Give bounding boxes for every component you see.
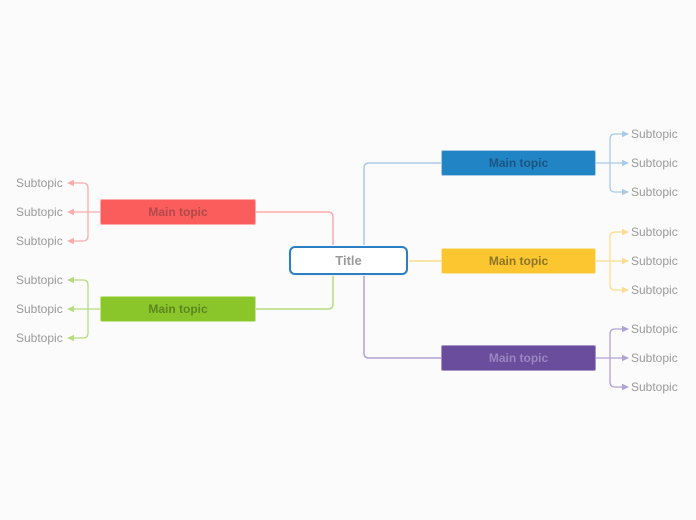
- subtopic-node[interactable]: Subtopic: [16, 302, 63, 316]
- subtopic-node[interactable]: Subtopic: [16, 273, 63, 287]
- branch-connector-right-top: [363, 162, 441, 245]
- root-topic-node[interactable]: Title: [289, 246, 408, 275]
- subtopic-node[interactable]: Subtopic: [631, 225, 678, 239]
- subtopic-node[interactable]: Subtopic: [16, 176, 63, 190]
- branch-connector-left-top: [256, 211, 334, 245]
- root-topic-label: Title: [335, 253, 362, 268]
- main-topic-node-left-top[interactable]: Main topic: [100, 199, 256, 225]
- main-topic-label: Main topic: [148, 302, 208, 316]
- subtopic-node[interactable]: Subtopic: [631, 156, 678, 170]
- main-topic-label: Main topic: [488, 254, 549, 268]
- subtopic-node[interactable]: Subtopic: [631, 254, 678, 268]
- subtopic-connector-left-top: [67, 179, 100, 245]
- main-topic-node-right-bottom[interactable]: Main topic: [441, 345, 596, 371]
- subtopic-node[interactable]: Subtopic: [16, 234, 63, 248]
- main-topic-node-right-top[interactable]: Main topic: [441, 150, 596, 176]
- main-topic-node-left-bottom[interactable]: Main topic: [100, 296, 256, 322]
- subtopic-node[interactable]: Subtopic: [16, 331, 63, 345]
- subtopic-connector-right-top: [596, 130, 629, 196]
- main-topic-label: Main topic: [148, 205, 208, 219]
- branch-connector-left-bottom: [256, 276, 334, 310]
- subtopic-node[interactable]: Subtopic: [631, 185, 678, 199]
- subtopic-node[interactable]: Subtopic: [631, 322, 678, 336]
- subtopic-connector-left-bottom: [67, 276, 100, 342]
- main-topic-label: Main topic: [488, 156, 549, 170]
- subtopic-node[interactable]: Subtopic: [631, 351, 678, 365]
- subtopic-node[interactable]: Subtopic: [16, 205, 63, 219]
- subtopic-node[interactable]: Subtopic: [631, 380, 678, 394]
- subtopic-connector-right-middle: [596, 228, 629, 294]
- subtopic-node[interactable]: Subtopic: [631, 283, 678, 297]
- subtopic-node[interactable]: Subtopic: [631, 127, 678, 141]
- branch-connector-right-bottom: [363, 276, 441, 359]
- main-topic-node-right-middle[interactable]: Main topic: [441, 248, 596, 274]
- main-topic-label: Main topic: [488, 351, 549, 365]
- subtopic-connector-right-bottom: [596, 325, 629, 391]
